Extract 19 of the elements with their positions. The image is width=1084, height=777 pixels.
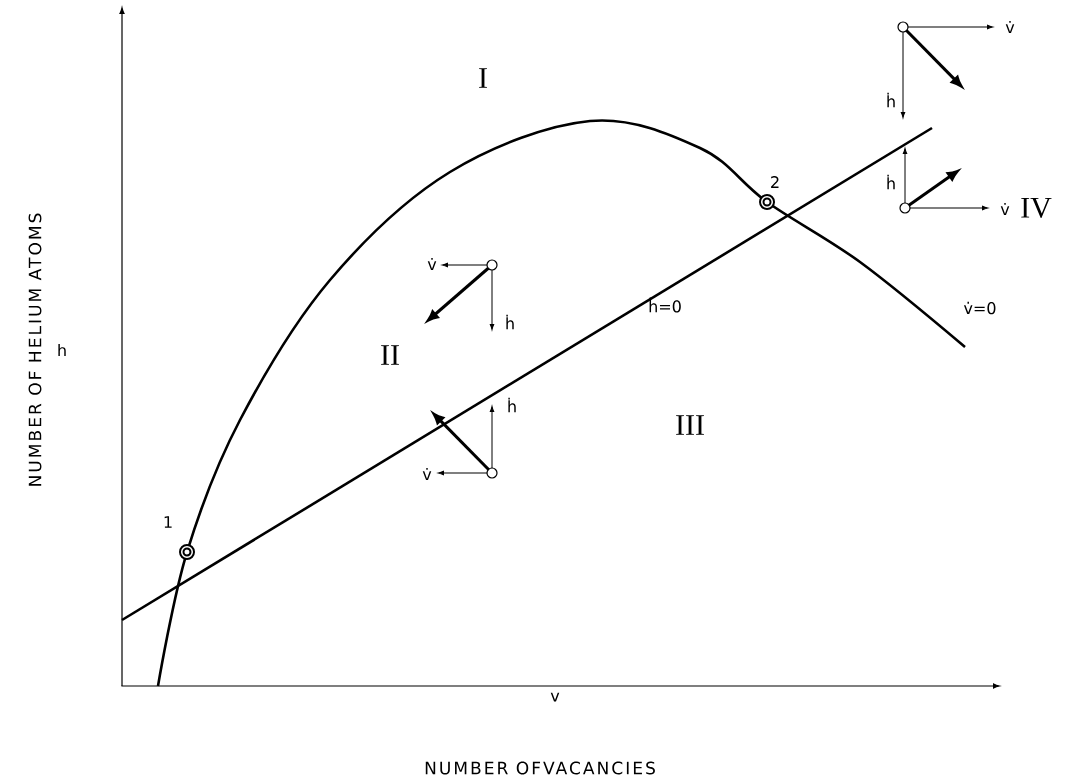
axis-title: NUMBER OF HELIUM ATOMS (28, 213, 42, 486)
curve-label: v̇=0 (963, 301, 996, 315)
vector-label: ḣ (506, 314, 514, 330)
axis-variable: v (550, 692, 560, 702)
vector-label: ḣ (887, 174, 895, 190)
region-numeral: II (381, 345, 399, 365)
axis-title: NUMBER OFVACANCIES (425, 761, 655, 775)
vector-label: ḣ (508, 397, 516, 413)
vector-label: v̇ (422, 467, 432, 481)
curve-label: ḣ=0 (649, 297, 681, 313)
vector-label: v̇ (1000, 202, 1010, 216)
vector-label: v̇ (1005, 20, 1015, 34)
region-numeral: I (479, 68, 487, 88)
region-numeral: IV (1021, 197, 1052, 219)
region-numeral: III (676, 415, 704, 435)
point-number: 2 (771, 176, 779, 188)
point-number: 1 (164, 516, 172, 528)
axis-variable: h (58, 343, 66, 357)
vector-label: ḣ (887, 92, 895, 108)
